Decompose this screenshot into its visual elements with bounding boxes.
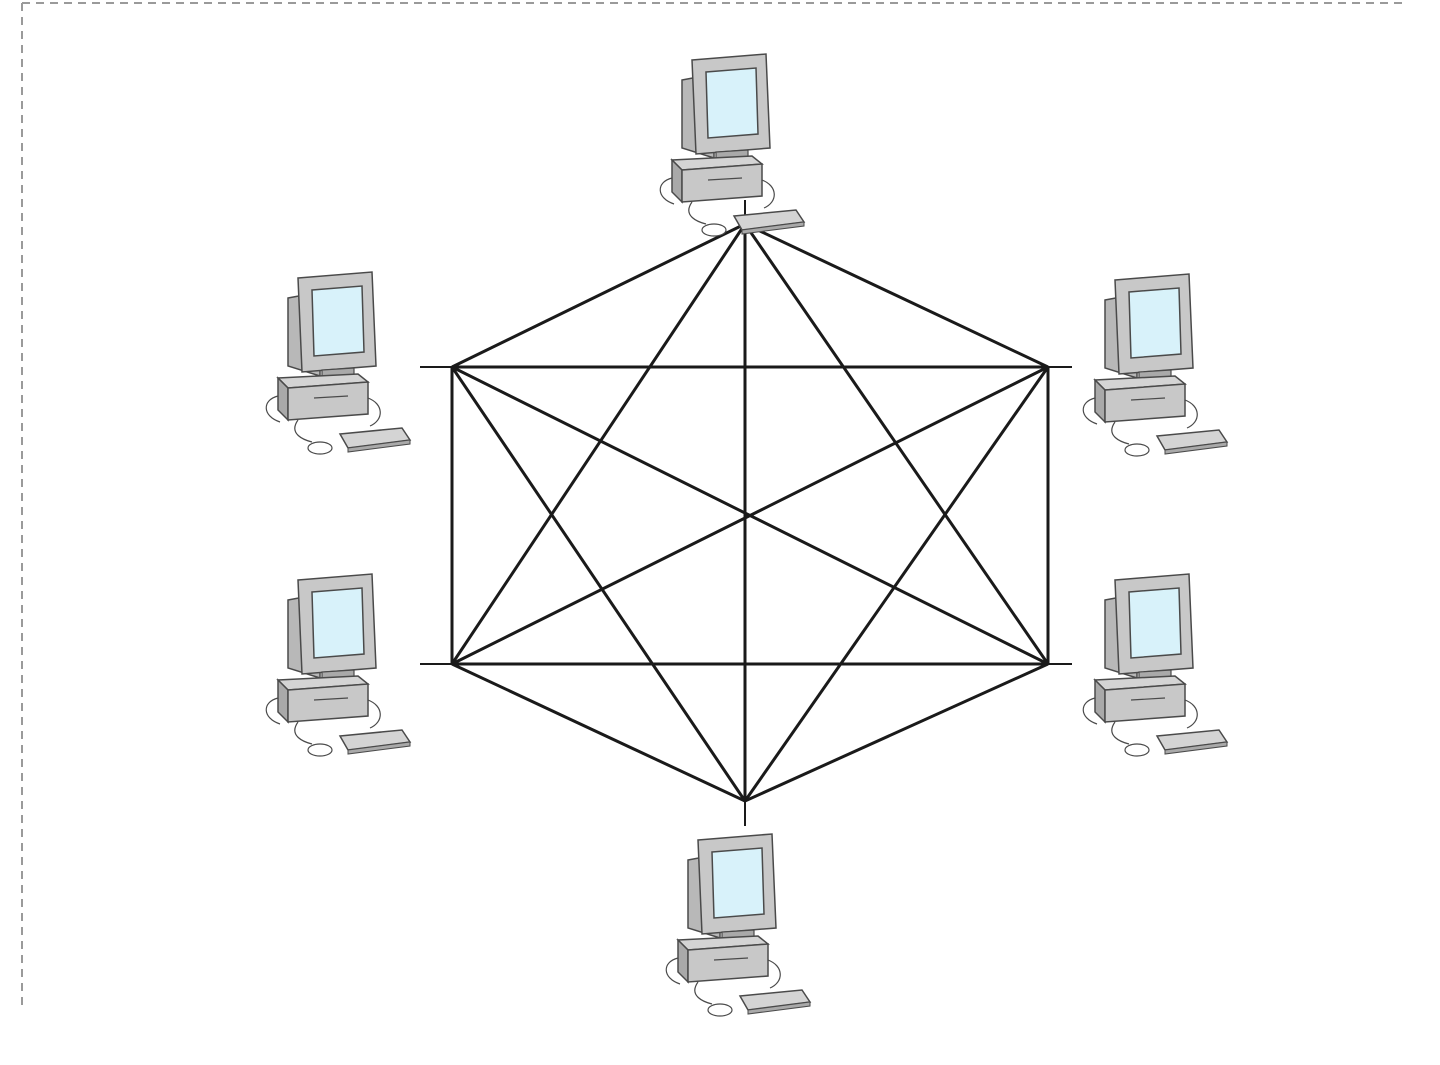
computer-nodes — [265, 53, 1228, 1017]
link-top-upper-right — [744, 222, 1049, 369]
computer-node-lower-left-desktop-computer-icon — [265, 573, 411, 757]
computer-node-upper-right-desktop-computer-icon — [1082, 273, 1228, 457]
link-top-lower-left — [450, 223, 747, 665]
computer-node-top-desktop-computer-icon — [659, 53, 805, 237]
computer-node-lower-right-desktop-computer-icon — [1082, 573, 1228, 757]
mesh-links — [420, 200, 1072, 826]
link-bottom-lower-left — [451, 662, 746, 803]
link-top-upper-left — [451, 222, 746, 369]
link-bottom-upper-left — [450, 366, 747, 802]
computer-node-upper-left-desktop-computer-icon — [265, 271, 411, 455]
computer-node-bottom-desktop-computer-icon — [665, 833, 811, 1017]
link-lower-right-upper-left — [451, 365, 1049, 666]
link-upper-right-bottom — [743, 366, 1050, 802]
link-lower-right-bottom — [744, 662, 1049, 803]
